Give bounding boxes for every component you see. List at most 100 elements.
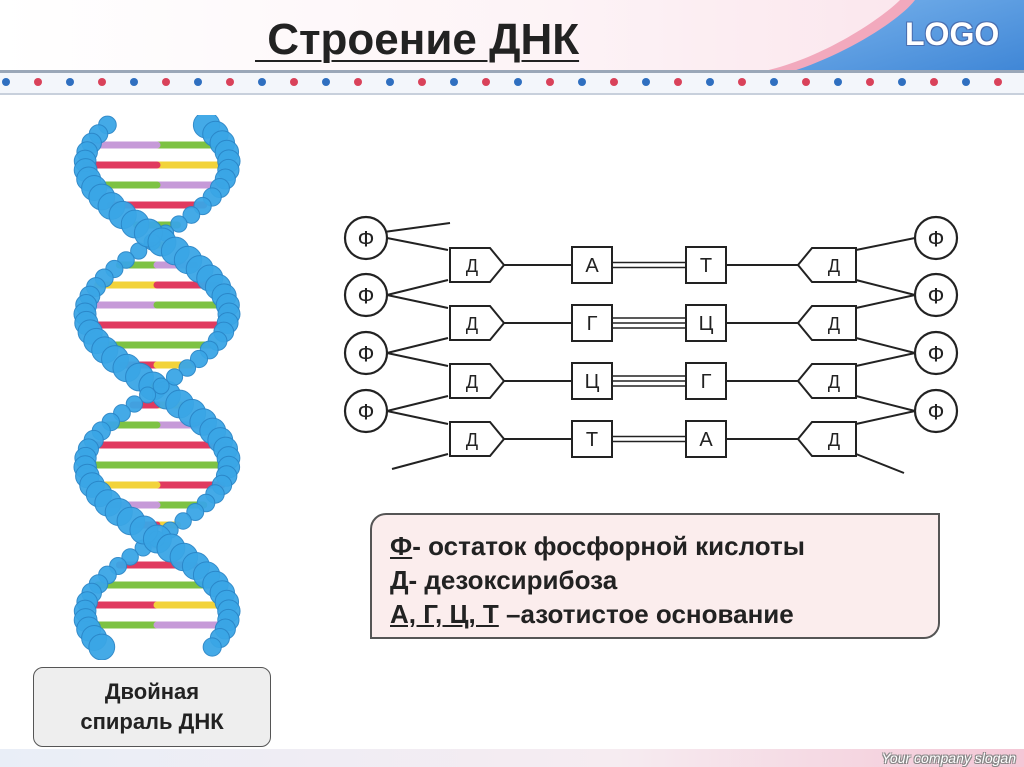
sugar-label: Д bbox=[828, 430, 840, 450]
header-dot bbox=[578, 78, 586, 86]
header-dot bbox=[2, 78, 10, 86]
header-dot bbox=[66, 78, 74, 86]
base-node bbox=[685, 304, 727, 342]
sugar-node bbox=[449, 305, 506, 341]
base-node bbox=[685, 362, 727, 400]
sugar-node bbox=[449, 247, 506, 283]
header-dot bbox=[418, 78, 426, 86]
base-node bbox=[571, 246, 613, 284]
base-label: Г bbox=[587, 313, 598, 335]
legend-text: - остаток фосфорной кислоты bbox=[412, 531, 805, 561]
page-title: Строение ДНК bbox=[255, 15, 580, 64]
header-dot bbox=[130, 78, 138, 86]
base-label: Т bbox=[700, 255, 712, 277]
phosphate-label: Ф bbox=[358, 284, 375, 309]
phosphate-label: Ф bbox=[358, 227, 375, 252]
sugar-label: Д bbox=[828, 314, 840, 334]
sugar-node bbox=[796, 363, 857, 399]
helix-caption: Двойная спираль ДНК bbox=[33, 667, 271, 747]
header-dot bbox=[354, 78, 362, 86]
header-dot bbox=[34, 78, 42, 86]
legend-text: - дезоксирибоза bbox=[408, 565, 618, 595]
sugar-label: Д bbox=[828, 256, 840, 276]
header-dot bbox=[610, 78, 618, 86]
base-label: Т bbox=[586, 429, 598, 451]
sugar-label: Д bbox=[466, 314, 478, 334]
phosphate-label: Ф bbox=[928, 342, 945, 367]
footer: Your company slogan bbox=[0, 749, 1024, 767]
phosphate-node bbox=[343, 272, 389, 318]
header-dot bbox=[706, 78, 714, 86]
header-dot bbox=[482, 78, 490, 86]
legend-key: Д bbox=[390, 565, 409, 595]
helix-bead bbox=[125, 395, 144, 413]
base-label: Г bbox=[701, 371, 712, 393]
helix-backbone bbox=[73, 115, 241, 660]
helix-bead bbox=[121, 548, 139, 566]
header-dot bbox=[738, 78, 746, 86]
header-dot bbox=[834, 78, 842, 86]
legend-sugar: Д- дезоксирибоза bbox=[390, 563, 920, 597]
sugar-label: Д bbox=[828, 372, 840, 392]
helix-bead bbox=[165, 368, 184, 386]
base-label: Ц bbox=[699, 313, 714, 335]
sugar-node bbox=[796, 421, 857, 457]
header-dot bbox=[930, 78, 938, 86]
header-dot bbox=[674, 78, 682, 86]
helix-bead bbox=[139, 386, 157, 404]
helix-bead bbox=[186, 503, 205, 521]
header-dot bbox=[802, 78, 810, 86]
legend-box: Ф- остаток фосфорной кислоты Д- дезоксир… bbox=[370, 513, 940, 639]
helix-bead bbox=[202, 637, 222, 657]
phosphate-label: Ф bbox=[928, 227, 945, 252]
phosphate-node bbox=[343, 330, 389, 376]
helix-bead bbox=[170, 215, 188, 233]
header-dot bbox=[386, 78, 394, 86]
base-label: Ц bbox=[585, 371, 600, 393]
phosphate-label: Ф bbox=[358, 400, 375, 425]
helix-bead bbox=[178, 359, 197, 377]
phosphate-label: Ф bbox=[358, 342, 375, 367]
sugar-node bbox=[449, 363, 506, 399]
header-dot bbox=[642, 78, 650, 86]
header-dot bbox=[162, 78, 170, 86]
helix-bead bbox=[88, 633, 116, 660]
header-decoration bbox=[0, 0, 1024, 95]
header-dot bbox=[194, 78, 202, 86]
header-dot bbox=[290, 78, 298, 86]
header-dot bbox=[258, 78, 266, 86]
header-dot bbox=[962, 78, 970, 86]
sugar-node bbox=[796, 305, 857, 341]
header: Строение ДНК LOGO bbox=[0, 0, 1024, 110]
phosphate-label: Ф bbox=[928, 400, 945, 425]
sugar-label: Д bbox=[466, 430, 478, 450]
sugar-node bbox=[796, 247, 857, 283]
phosphate-node bbox=[913, 272, 959, 318]
phosphate-node bbox=[343, 215, 389, 261]
logo: LOGO bbox=[905, 16, 1000, 52]
base-label: А bbox=[699, 429, 713, 451]
header-dot bbox=[898, 78, 906, 86]
header-dot bbox=[98, 78, 106, 86]
header-dot bbox=[866, 78, 874, 86]
phosphate-node bbox=[913, 330, 959, 376]
phosphate-node bbox=[343, 388, 389, 434]
header-dot bbox=[450, 78, 458, 86]
helix-bead bbox=[152, 377, 170, 395]
phosphate-node bbox=[913, 215, 959, 261]
legend-key: А, Г, Ц, Т bbox=[390, 599, 499, 629]
sugar-label: Д bbox=[466, 372, 478, 392]
helix-bead bbox=[189, 349, 209, 369]
header-dot bbox=[994, 78, 1002, 86]
base-node bbox=[571, 420, 613, 458]
base-node bbox=[685, 420, 727, 458]
base-node bbox=[685, 246, 727, 284]
sugar-node bbox=[449, 421, 506, 457]
phosphate-node bbox=[913, 388, 959, 434]
caption-line: Двойная bbox=[104, 679, 200, 704]
header-dot bbox=[226, 78, 234, 86]
base-node bbox=[571, 362, 613, 400]
helix-bead bbox=[174, 512, 192, 530]
legend-text: –азотистое основание bbox=[498, 599, 794, 629]
